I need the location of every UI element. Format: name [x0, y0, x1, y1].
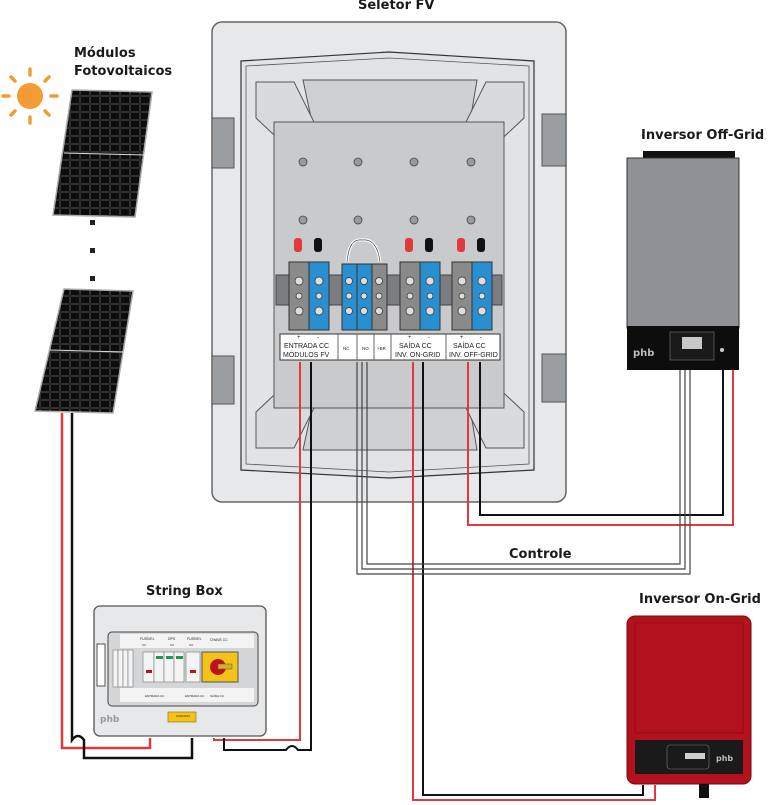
wire-pv-input — [213, 362, 312, 751]
ongrid-minus: - — [428, 335, 430, 341]
sb-label-fuse-1: FUSÍVEL — [140, 637, 155, 641]
sb-sublabel-3: CC — [189, 643, 194, 647]
string-box-label: String Box — [146, 584, 223, 599]
ongrid-inverter: phb — [626, 615, 752, 798]
solar-panel-top — [52, 89, 153, 218]
ongrid-label-2: INV. ON-GRID — [395, 352, 440, 359]
sb-label-dc-switch: CHAVE CC — [210, 638, 228, 642]
pv-input-plus: + — [297, 335, 301, 341]
sb-sublabel-1: CC — [142, 643, 147, 647]
pv-input-label-1: ENTRADA CC — [284, 343, 329, 350]
offgrid-plus: + — [460, 335, 464, 341]
selector-title: Seletor FV — [358, 0, 435, 13]
ongrid-inverter-label: Inversor On-Grid — [639, 592, 761, 607]
control-br-label: +BR — [377, 346, 387, 351]
control-no-label: NO — [362, 346, 369, 351]
selector-enclosure — [211, 21, 567, 503]
terminal-label-strip — [279, 333, 501, 361]
control-label: Controle — [509, 547, 572, 562]
offgrid-label-1: SAÍDA CC — [453, 341, 486, 350]
pv-input-minus: - — [317, 335, 319, 341]
string-box-brand-logo: phb — [100, 715, 120, 725]
sb-label-dps: DPS — [168, 637, 176, 641]
wire-panel-negative — [70, 413, 194, 760]
modules-label-line1: Módulos — [74, 46, 136, 61]
sb-warning-label: CUIDADO — [176, 714, 191, 718]
ongrid-brand-logo: phb — [716, 754, 733, 763]
offgrid-minus: - — [480, 335, 482, 341]
offgrid-brand-logo: phb — [633, 348, 654, 359]
sb-bottom-label-2: ENTRADA CC — [185, 694, 205, 698]
terminal-screws — [294, 276, 487, 316]
string-box: phb — [93, 605, 267, 737]
sb-bottom-label-1: ENTRADA CC — [145, 694, 165, 698]
wire-panel-positive — [60, 413, 152, 750]
panel-continuation-dots — [90, 220, 95, 281]
ongrid-label-1: SAÍDA CC — [399, 341, 432, 350]
wire-offgrid-output — [467, 362, 734, 526]
offgrid-inverter: phb — [626, 151, 740, 370]
sb-sublabel-2: CC — [170, 643, 175, 647]
offgrid-inverter-label: Inversor Off-Grid — [641, 128, 765, 143]
offgrid-label-2: INV. OFF-GRID — [449, 352, 498, 359]
ongrid-plus: + — [408, 335, 412, 341]
pv-input-label-2: MÓDULOS FV — [283, 350, 330, 359]
solar-panel-bottom — [34, 288, 134, 414]
sun-icon — [1, 67, 59, 125]
wire-control — [356, 362, 691, 575]
sb-bottom-label-3: SAÍDA CC — [210, 694, 225, 698]
wire-ongrid-output — [412, 362, 656, 801]
control-nc-label: NC — [343, 346, 350, 351]
modules-label-line2: Fotovoltaicos — [74, 64, 173, 79]
sb-label-fuse-2: FUSÍVEL — [187, 637, 202, 641]
